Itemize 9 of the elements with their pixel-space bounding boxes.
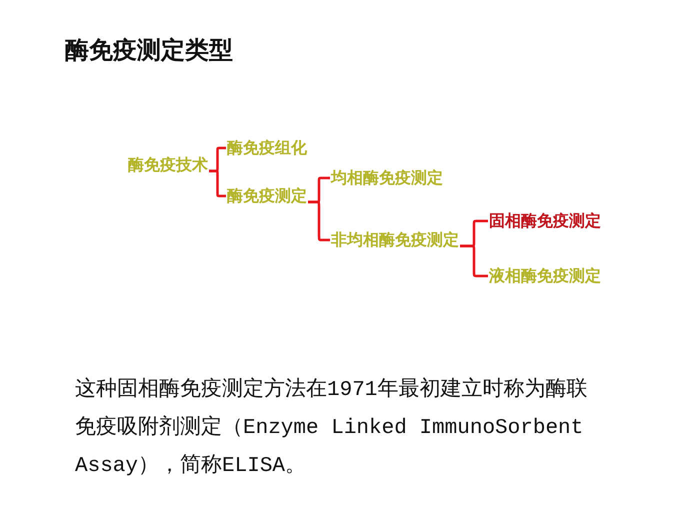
tree-label: 液相酶免疫测定 (489, 266, 601, 286)
tree-label: 酶免疫测定 (227, 186, 307, 206)
tree-label: 非均相酶免疫测定 (331, 230, 459, 250)
paragraph: 这种固相酶免疫测定方法在1971年最初建立时称为酶联免疫吸附剂测定（Enzyme Linked ImmunoSorbent Assay），简称ELISA。 (75, 376, 588, 480)
tree-label: 酶免疫技术 (128, 155, 208, 175)
tree-label: 均相酶免疫测定 (331, 168, 443, 188)
tree-label: 固相酶免疫测定 (489, 211, 601, 231)
title: 酶免疫测定类型 (65, 35, 233, 66)
tree-label: 酶免疫组化 (227, 138, 307, 158)
